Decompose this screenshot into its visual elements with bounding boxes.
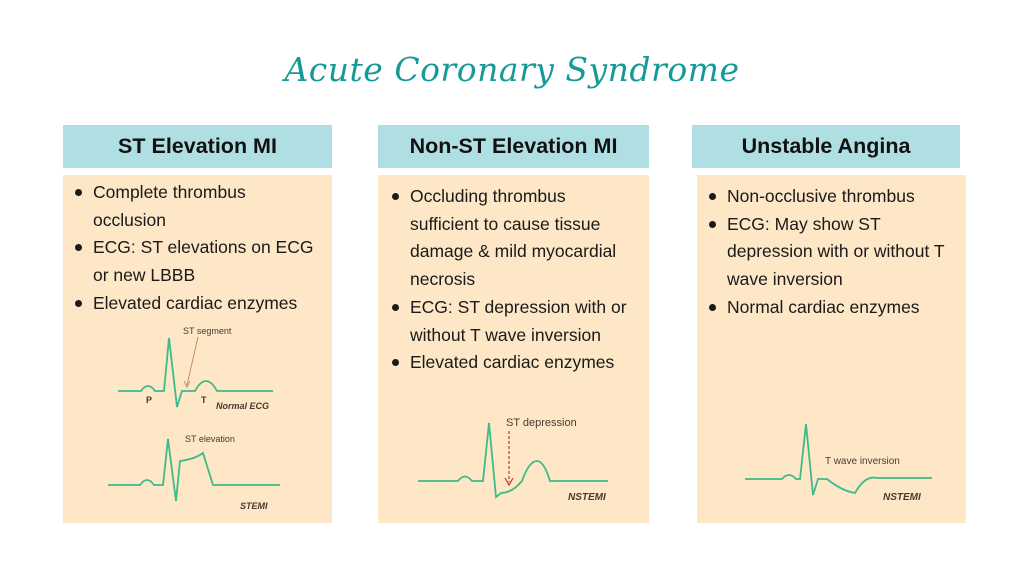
ecg-diagram-stemi: ST segment P T Normal ECG ST elevation S… [108, 326, 280, 511]
bullet-list-nstemi: Occluding thrombus sufficient to cause t… [388, 183, 635, 377]
st-depression-label: ST depression [506, 417, 577, 429]
inverted-t-ecg-trace [745, 423, 932, 496]
bullet-item: ECG: ST depression with or without T wav… [388, 294, 635, 349]
unstable-angina-caption: NSTEMI [883, 492, 921, 503]
st-segment-label: ST segment [183, 326, 232, 336]
normal-ecg-caption: Normal ECG [216, 401, 269, 411]
card-unstable-angina: Non-occlusive thrombus ECG: May show ST … [697, 175, 966, 523]
bullet-item: ECG: May show ST depression with or with… [705, 211, 954, 294]
header-stemi: ST Elevation MI [63, 125, 332, 168]
bullet-item: Non-occlusive thrombus [705, 183, 954, 211]
p-wave-label: P [146, 395, 152, 405]
bullet-list-unstable-angina: Non-occlusive thrombus ECG: May show ST … [705, 183, 954, 322]
nstemi-ecg-trace [418, 422, 608, 499]
page-title: Acute Coronary Syndrome [284, 50, 740, 89]
bullet-item: Normal cardiac enzymes [705, 294, 954, 322]
st-depression-arrowhead [504, 477, 514, 487]
t-wave-label: T [201, 395, 207, 405]
stemi-caption: STEMI [240, 501, 268, 511]
bullet-list-stemi: Complete thrombus occlusion ECG: ST elev… [71, 179, 316, 318]
nstemi-caption: NSTEMI [568, 492, 606, 503]
header-unstable-angina: Unstable Angina [692, 125, 960, 168]
stemi-ecg-trace [108, 438, 280, 502]
st-segment-arrowhead [183, 380, 191, 389]
card-stemi: Complete thrombus occlusion ECG: ST elev… [63, 175, 332, 523]
bullet-item: ECG: ST elevations on ECG or new LBBB [71, 234, 316, 289]
st-segment-pointer [186, 336, 199, 386]
bullet-item: Elevated cardiac enzymes [71, 290, 316, 318]
ecg-diagram-unstable-angina: T wave inversion NSTEMI [745, 423, 932, 503]
bullet-item: Elevated cardiac enzymes [388, 349, 635, 377]
bullet-item: Complete thrombus occlusion [71, 179, 316, 234]
t-inversion-label: T wave inversion [825, 456, 900, 467]
ecg-diagram-nstemi: ST depression NSTEMI [418, 417, 608, 503]
header-nstemi: Non-ST Elevation MI [378, 125, 649, 168]
st-elevation-label: ST elevation [185, 434, 235, 444]
bullet-item: Occluding thrombus sufficient to cause t… [388, 183, 635, 294]
normal-ecg-trace [118, 337, 273, 408]
card-nstemi: Occluding thrombus sufficient to cause t… [378, 175, 649, 523]
